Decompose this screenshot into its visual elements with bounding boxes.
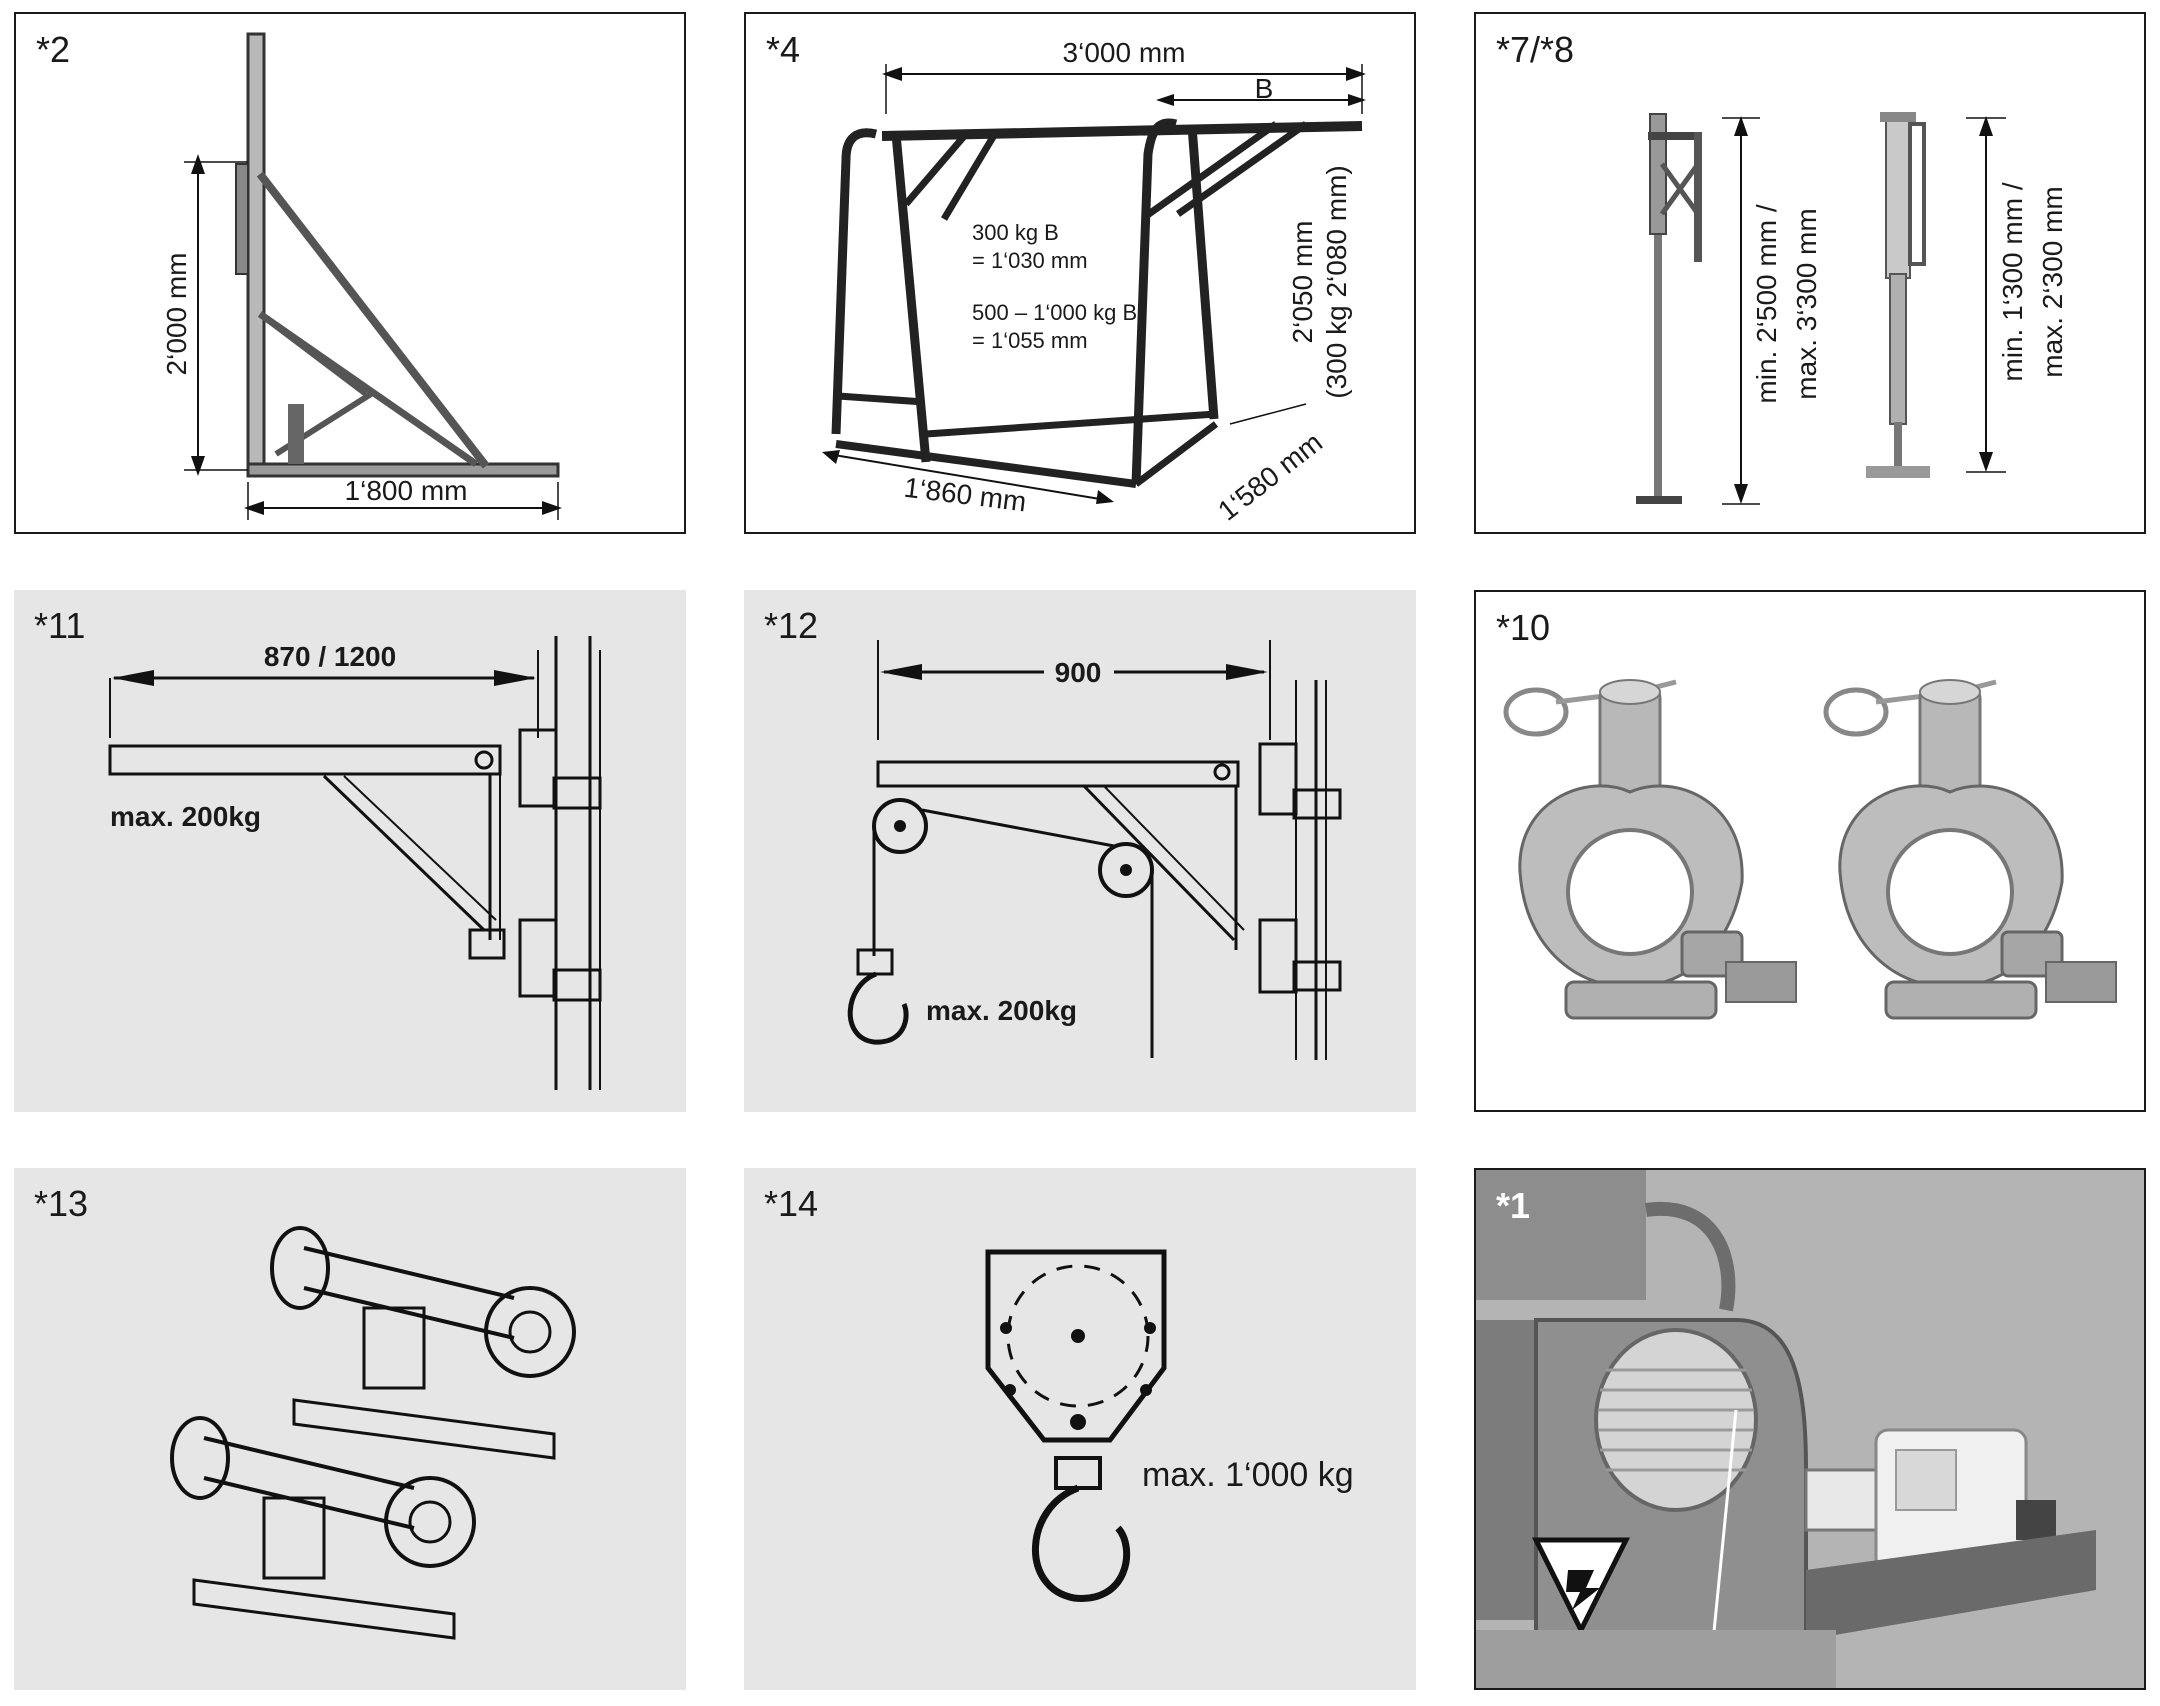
wall-jib-drawing: 870 / 1200 max. 200kg (108, 636, 602, 1090)
panel-2-jib-frame: *2 2‘000 mm 1‘800 mm (14, 12, 686, 534)
clamps-drawing (1503, 679, 2117, 1020)
panel-label: *7/*8 (1496, 29, 1575, 70)
clamp-left (1503, 679, 1797, 1020)
b-dimension: B (1255, 73, 1274, 104)
panel-10-clamps: *10 (1474, 590, 2146, 1112)
panel-13-rail-trolleys: *13 (14, 1168, 686, 1690)
panel-label: *4 (766, 29, 801, 70)
load-label: max. 200kg (926, 995, 1077, 1026)
width-dimension: 1‘800 mm (345, 475, 468, 506)
height-dimension: 2‘050 mm (1287, 221, 1318, 344)
panel-label: *14 (764, 1183, 819, 1224)
span-dimension: 870 / 1200 (264, 641, 396, 672)
right-prop-range-max: max. 2‘300 mm (2037, 186, 2068, 377)
height-alt-dimension: (300 kg 2‘080 mm) (1321, 165, 1352, 398)
load-label: max. 200kg (110, 801, 261, 832)
panel-12-wall-jib-pulley: *12 900 max. 200kg (744, 590, 1416, 1112)
pulley-block-drawing: max. 1‘000 kg (985, 1249, 1354, 1602)
note-300kg-value: = 1‘030 mm (972, 248, 1088, 273)
jib-frame-drawing: 2‘000 mm 1‘800 mm (161, 32, 562, 520)
panel-4-portal-frame: *4 3‘000 mm B 300 kg B = 1‘030 mm 500 (744, 12, 1416, 534)
portal-frame-drawing: 3‘000 mm B 300 kg B = 1‘030 mm 500 – 1‘0… (822, 37, 1366, 527)
rail-trolleys-drawing (170, 1226, 576, 1640)
trolley-lower (170, 1416, 476, 1640)
winch-drawing (1476, 1170, 2144, 1688)
panel-label: *1 (1496, 1185, 1531, 1226)
panel-1-winch-photo: *1 (1474, 1168, 2146, 1690)
panel-11-wall-jib: *11 870 / 1200 max. 200kg (14, 590, 686, 1112)
panel-7-8-props: *7/*8 min. 2‘500 mm / max. 3‘300 mm min.… (1474, 12, 2146, 534)
left-prop-range-max: max. 3‘300 mm (1791, 208, 1822, 399)
left-prop-range-min: min. 2‘500 mm / (1751, 204, 1782, 403)
right-prop-range-min: min. 1‘300 mm / (1997, 182, 2028, 381)
note-500kg: 500 – 1‘000 kg B (972, 300, 1137, 325)
note-500kg-value: = 1‘055 mm (972, 328, 1088, 353)
depth-dimension: 1‘580 mm (1212, 426, 1328, 526)
load-label: max. 1‘000 kg (1142, 1456, 1354, 1494)
panel-label: *12 (764, 605, 819, 646)
clamp-right (1823, 679, 2117, 1020)
note-300kg: 300 kg B (972, 220, 1059, 245)
span-dimension: 900 (1055, 657, 1102, 688)
height-dimension: 2‘000 mm (161, 253, 192, 376)
panel-label: *2 (36, 29, 71, 70)
props-drawing: min. 2‘500 mm / max. 3‘300 mm min. 1‘300… (1636, 112, 2068, 505)
panel-label: *10 (1496, 607, 1551, 648)
length-dimension: 1‘860 mm (902, 472, 1028, 518)
trolley-upper (270, 1226, 576, 1460)
top-width-dimension: 3‘000 mm (1063, 37, 1186, 68)
panel-14-pulley-block: *14 max. 1‘000 kg (744, 1168, 1416, 1690)
panel-label: *11 (34, 605, 86, 646)
panel-label: *13 (34, 1183, 89, 1224)
wall-jib-pulley-drawing: 900 max. 200kg (847, 640, 1342, 1060)
